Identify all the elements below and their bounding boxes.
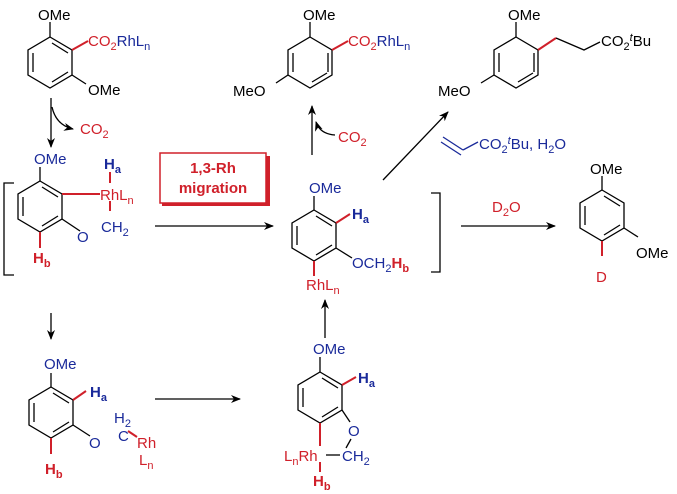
o-label: O [77, 229, 89, 246]
ome-label: OMe [508, 7, 541, 24]
och2hb-label: OCH2Hb [352, 255, 409, 275]
ch2-h-label: H2 [114, 410, 131, 430]
d-label: D [596, 269, 607, 286]
ome-label: OMe [303, 7, 336, 24]
ha-label: Ha [104, 156, 122, 176]
compound-alkylated-product: OMe CO2tBu MeO [438, 7, 651, 100]
hb-label: Hb [33, 250, 51, 270]
curved-arrow [51, 106, 74, 131]
co2tbu-label: CO2tBu [601, 32, 651, 53]
lnrh-label: LnRh [284, 448, 318, 468]
compound-deuterated-product: OMe OMe D [579, 161, 669, 286]
intermediate-oxarhodacycle: OMe Ha O LnRh CH2 Hb [284, 341, 376, 493]
ha-label: Ha [90, 384, 108, 404]
acrylate-label: CO2tBu, H2O [479, 135, 566, 156]
co2rhln-label: CO2RhLn [88, 33, 150, 53]
meo-label: MeO [438, 83, 471, 100]
compound-rh-24-dimethoxybenzoate: OMe CO2RhLn MeO [233, 7, 410, 100]
ome-label: OMe [313, 341, 346, 358]
hb-label: Hb [313, 473, 331, 493]
intermediate-rhodacycle: OMe Ha RhLn O CH2 Hb [3, 151, 134, 276]
ome-label: OMe [44, 356, 77, 373]
rhln-label: RhLn [306, 277, 340, 297]
co2rhln-label: CO2RhLn [348, 33, 410, 53]
bracket-right [431, 192, 441, 273]
migration-box: 1,3-Rh migration [159, 152, 270, 206]
o-label: O [89, 435, 101, 452]
curved-arrow [315, 121, 336, 136]
ha-label: Ha [358, 370, 376, 390]
ome-label: OMe [309, 180, 342, 197]
ome-label: OMe [88, 82, 121, 99]
ome-label: OMe [34, 151, 67, 168]
migration-line1: 1,3-Rh [190, 160, 236, 177]
meo-label: MeO [233, 83, 266, 100]
arrow-alkylation [382, 111, 449, 181]
compound-rh-benzoate: OMe CO2RhLn OMe [27, 7, 150, 99]
co2-loss-label: CO2 [80, 121, 109, 141]
ome-label: OMe [590, 161, 623, 178]
intermediate-aryl-rh: OMe Ha OCH2Hb RhLn [291, 180, 441, 297]
ome-label: OMe [636, 245, 669, 262]
ch2-label: CH2 [342, 448, 370, 468]
d2o-label: D2O [492, 199, 521, 219]
rhln-label: RhLn [100, 187, 134, 207]
ch2-label: CH2 [101, 219, 129, 239]
c-atom: C [118, 428, 129, 445]
hb-label: Hb [45, 461, 63, 481]
acrylate-reagent: CO2tBu, H2O [440, 135, 566, 156]
intermediate-alkyl-rh: OMe Ha O H2 CH C Rh Ln Hb [28, 356, 156, 481]
ome-label: OMe [38, 7, 71, 24]
ha-label: Ha [352, 206, 370, 226]
bracket-left [3, 182, 14, 276]
o-label: O [348, 423, 360, 440]
migration-line2: migration [179, 180, 247, 197]
ln-label: Ln [139, 452, 153, 472]
co2-loss-label: CO2 [338, 129, 367, 149]
rh-label: Rh [137, 435, 156, 452]
